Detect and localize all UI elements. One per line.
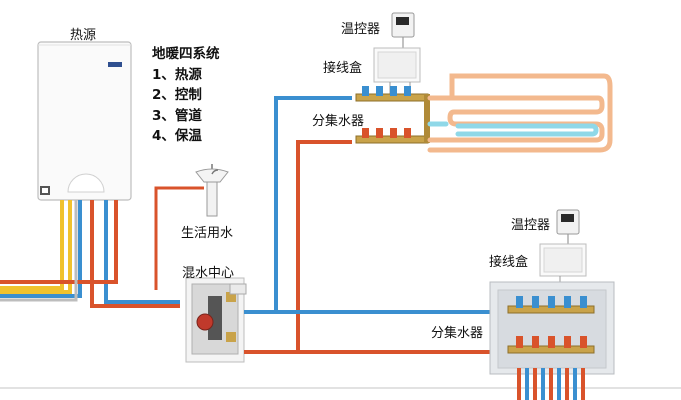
upper-thermostat [391, 12, 415, 38]
mixing-center [185, 277, 247, 363]
upper-junction-box [373, 47, 421, 83]
sink [195, 164, 229, 217]
upper-manifold-label: 分集水器 [312, 114, 365, 129]
legend-title: 地暖四系统 [152, 46, 220, 62]
heat-source-label: 热源 [70, 28, 97, 43]
legend-item-control: 2、控制 [152, 87, 202, 103]
upper-junction-box-label: 接线盒 [323, 61, 363, 76]
boiler-pipes [0, 200, 180, 308]
upper-thermostat-label: 温控器 [341, 22, 381, 37]
lower-manifold-label: 分集水器 [431, 326, 484, 341]
lower-junction-box-label: 接线盒 [489, 255, 529, 270]
legend-item-pipes: 3、管道 [152, 107, 202, 124]
lower-distribution-pipes [276, 310, 500, 354]
boiler-display [67, 173, 105, 193]
mixing-center-label: 混水中心 [182, 266, 235, 281]
boiler-brand-logo [108, 62, 122, 67]
domestic-water-label: 生活用水 [181, 226, 234, 241]
lower-junction-box [539, 243, 587, 277]
mixing-pump [196, 313, 214, 331]
system-legend: 地暖四系统 1、热源 2、控制 3、管道 4、保温 [152, 44, 220, 147]
floor-heating-loops [427, 73, 613, 153]
lower-thermostat-label: 温控器 [511, 218, 551, 233]
domestic-hot-pipe [154, 186, 204, 290]
boiler [37, 41, 132, 201]
legend-item-heat-source: 1、热源 [152, 66, 202, 83]
upper-manifold [355, 86, 430, 144]
lower-loop-pipes [517, 368, 585, 400]
legend-item-insulation: 4、保温 [152, 128, 202, 144]
upper-distribution-pipes [244, 96, 352, 354]
lower-thermostat [556, 209, 580, 235]
lower-manifold-cabinet [489, 281, 615, 375]
